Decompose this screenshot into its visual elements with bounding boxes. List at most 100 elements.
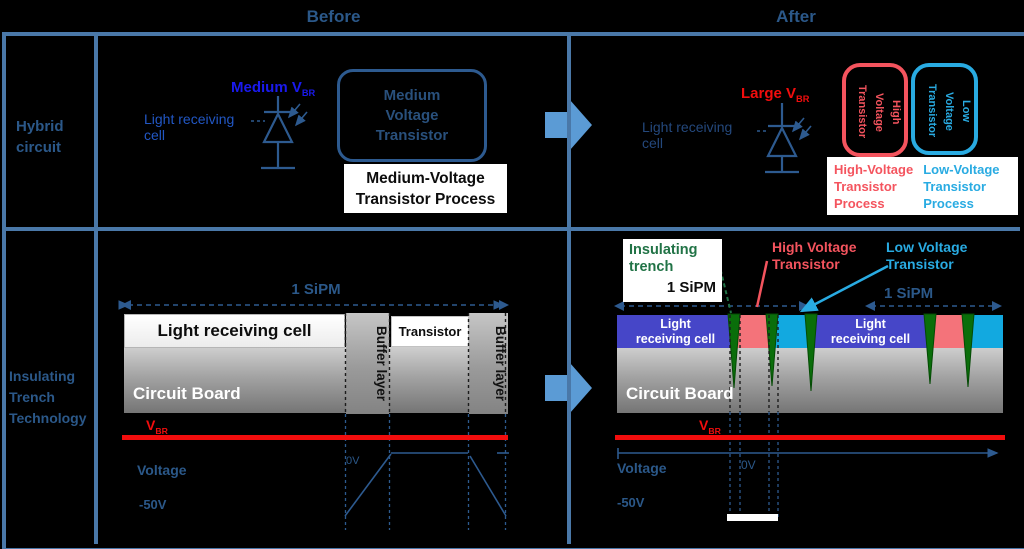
large-vbr-subscript: BR <box>796 94 810 104</box>
row-label-line: circuit <box>16 139 62 156</box>
insulating-trench-line: Insulating <box>629 242 698 258</box>
buffer-layer-right: Buffer layer <box>469 313 508 414</box>
hv-region-dashed-lines <box>729 315 779 518</box>
medium-voltage-transistor-box: Medium Voltage Transistor <box>337 69 487 162</box>
light-arrow-icon <box>798 125 812 141</box>
voltage-ramp-up <box>344 453 392 517</box>
box-line: Medium <box>383 86 441 104</box>
lv-line: Voltage <box>943 91 955 131</box>
light-arrow-icon <box>294 111 308 127</box>
low-voltage-transistor-callout: Low Voltage Transistor <box>886 239 996 273</box>
vbr-text: V <box>699 417 709 433</box>
callout-line: Transistor <box>886 256 954 272</box>
light-receiving-cell-block-before: Light receiving cell <box>124 314 345 348</box>
sipm-span-label-after: 1 SiPM <box>884 285 934 302</box>
vbr-red-line-before <box>122 435 508 440</box>
label-line: Light receiving <box>144 111 235 127</box>
insulating-trench-line: trench <box>629 259 674 275</box>
light-receiving-cell-block-after-2: Light receiving cell <box>811 315 930 348</box>
medium-vbr-subscript: BR <box>301 88 316 98</box>
label-line: cell <box>144 127 166 143</box>
vbr-label-before: VBR <box>146 417 168 436</box>
medium-vbr-label: Medium VBR <box>231 79 315 98</box>
buffer-layer-text: Buffer layer <box>374 325 389 402</box>
hv-transistor-block-1 <box>734 315 772 348</box>
lv-vertical-text: Low Voltage Transistor <box>915 67 974 153</box>
zero-volt-label-after: 0V <box>741 458 756 472</box>
high-voltage-transistor-callout: High Voltage Transistor <box>772 239 882 273</box>
table-divider-label-column <box>94 32 98 544</box>
process-line: Transistor <box>923 179 987 194</box>
arrowhead-right <box>499 300 509 310</box>
voltage-axis-label-before: Voltage <box>137 462 187 478</box>
hv-line: Transistor <box>856 85 868 139</box>
cell-line: receiving cell <box>830 331 911 346</box>
process-line: Transistor Process <box>355 190 496 208</box>
process-line: Medium-Voltage <box>366 169 485 187</box>
arrowhead-left <box>121 300 131 310</box>
light-arrow-icon <box>287 103 301 119</box>
cell-line: receiving cell <box>635 331 716 346</box>
trench-wedge <box>804 313 818 392</box>
cell-line: Light <box>855 316 886 331</box>
vbr-subscript: BR <box>708 425 721 436</box>
sipm-label-in-box: 1 SiPM <box>666 279 716 296</box>
circuit-board-label-before: Circuit Board <box>133 384 241 403</box>
hv-transistor-block-2 <box>930 315 968 348</box>
light-receiving-cell-label-after: Light receiving cell <box>642 119 754 151</box>
column-title-after: After <box>776 7 816 26</box>
zero-volt-label-before: 0V <box>346 455 360 467</box>
process-line: Low-Voltage <box>923 162 1000 177</box>
minus50v-label-before: -50V <box>139 497 167 512</box>
table-outer-border <box>2 32 1024 549</box>
insulating-trench-callout-box: Insulating trench 1 SiPM <box>623 239 722 302</box>
callout-line: Transistor <box>772 256 840 272</box>
photodiode-symbol-before <box>251 96 308 170</box>
sipm-span-label-before: 1 SiPM <box>291 281 341 298</box>
minus50v-label-after: -50V <box>617 495 645 510</box>
vbr-label-after: VBR <box>699 417 721 436</box>
zero-volt-region-white-bar <box>727 514 778 521</box>
buffer-layer-left: Buffer layer <box>346 313 389 414</box>
hv-transistor-pointer <box>755 260 769 308</box>
low-voltage-transistor-rounded-box: Low Voltage Transistor <box>911 63 978 155</box>
lv-transistor-pointer-arrow <box>799 264 889 313</box>
high-voltage-transistor-rounded-box: High Voltage Transistor <box>842 63 908 157</box>
lv-line: Low <box>960 100 972 122</box>
vbr-subscript: BR <box>155 425 168 436</box>
circuit-board-label-after: Circuit Board <box>626 384 734 403</box>
row-label-insulating-trench-technology: Insulating Trench Technology <box>9 366 101 429</box>
table-divider-before-after <box>567 32 571 544</box>
callout-line: High Voltage <box>772 239 857 255</box>
row-label-line: Trench <box>9 389 55 405</box>
circuit-board-before <box>124 347 508 413</box>
lv-process-text: Low-Voltage Transistor Process <box>923 161 999 211</box>
process-line: High-Voltage <box>834 162 914 177</box>
transistor-block-before: Transistor <box>391 316 469 347</box>
column-title-before: Before <box>306 7 361 26</box>
voltage-axis-label-after: Voltage <box>617 460 667 476</box>
box-line: Transistor <box>375 126 449 144</box>
light-receiving-cell-label-before: Light receiving cell <box>144 111 256 143</box>
medium-vbr-text: Medium V <box>231 79 302 96</box>
vbr-red-line-after <box>615 435 1005 440</box>
light-arrow-icon <box>791 117 805 133</box>
large-vbr-text: Large V <box>741 85 797 102</box>
lv-line: Transistor <box>926 84 938 138</box>
label-line: Light receiving <box>642 119 733 135</box>
lv-transistor-block-1 <box>772 315 811 348</box>
large-vbr-label: Large VBR <box>741 85 809 104</box>
trench-wedge <box>727 313 741 389</box>
voltage-axis-after <box>617 448 999 459</box>
hv-process-text: High-Voltage Transistor Process <box>834 161 913 211</box>
trench-wedge <box>923 313 937 385</box>
row-label-hybrid-circuit: Hybrid circuit <box>16 116 96 158</box>
insulating-trench-wedges <box>727 313 975 392</box>
process-line: Transistor <box>834 179 897 194</box>
cell-line: Light <box>660 316 691 331</box>
process-line: Process <box>923 196 974 211</box>
light-receiving-cell-block-after-1: Light receiving cell <box>617 315 734 348</box>
trench-wedge <box>765 313 779 387</box>
buffer-layer-text: Buffer layer <box>493 325 508 402</box>
medium-voltage-process-box: Medium-Voltage Transistor Process <box>344 164 507 213</box>
